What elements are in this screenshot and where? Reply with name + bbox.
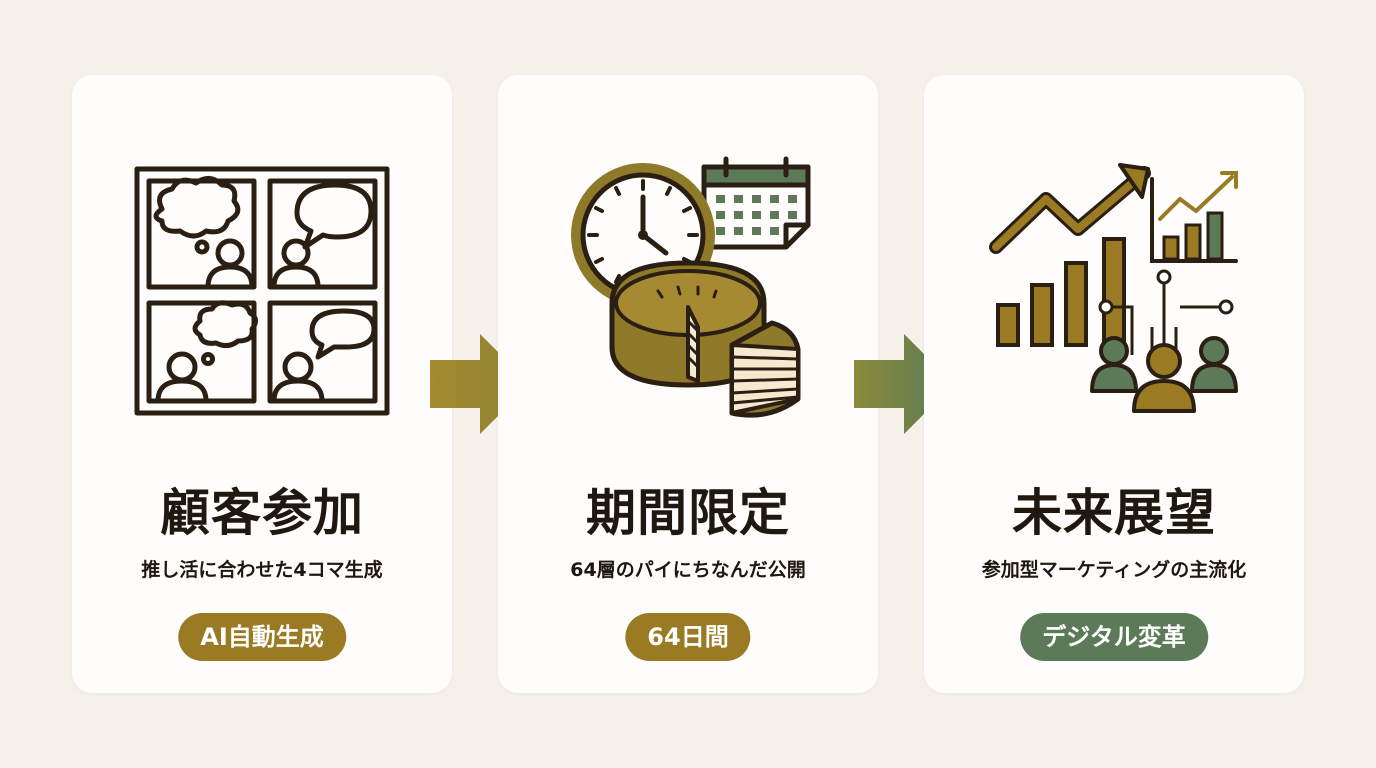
- clock-calendar-pie-icon: [571, 156, 811, 418]
- step-title: 未来展望: [1012, 483, 1216, 542]
- step-title: 期間限定: [586, 483, 790, 542]
- step-subtitle: 64層のパイにちなんだ公開: [570, 559, 806, 581]
- step-subtitle: 推し活に合わせた4コマ生成: [141, 559, 383, 581]
- four-panel-comic-icon: [134, 166, 390, 416]
- step-badge: 64日間: [625, 613, 751, 661]
- step-card-future-outlook: 未来展望 参加型マーケティングの主流化 デジタル変革: [924, 75, 1304, 693]
- step-card-limited-period: 期間限定 64層のパイにちなんだ公開 64日間: [498, 75, 878, 693]
- step-subtitle: 参加型マーケティングの主流化: [981, 559, 1247, 581]
- step-badge: AI自動生成: [178, 613, 346, 661]
- step-card-customer-participation: 顧客参加 推し活に合わせた4コマ生成 AI自動生成: [72, 75, 452, 693]
- growth-chart-people-icon: [989, 163, 1238, 413]
- step-title: 顧客参加: [160, 483, 364, 542]
- step-badge: デジタル変革: [1020, 613, 1208, 661]
